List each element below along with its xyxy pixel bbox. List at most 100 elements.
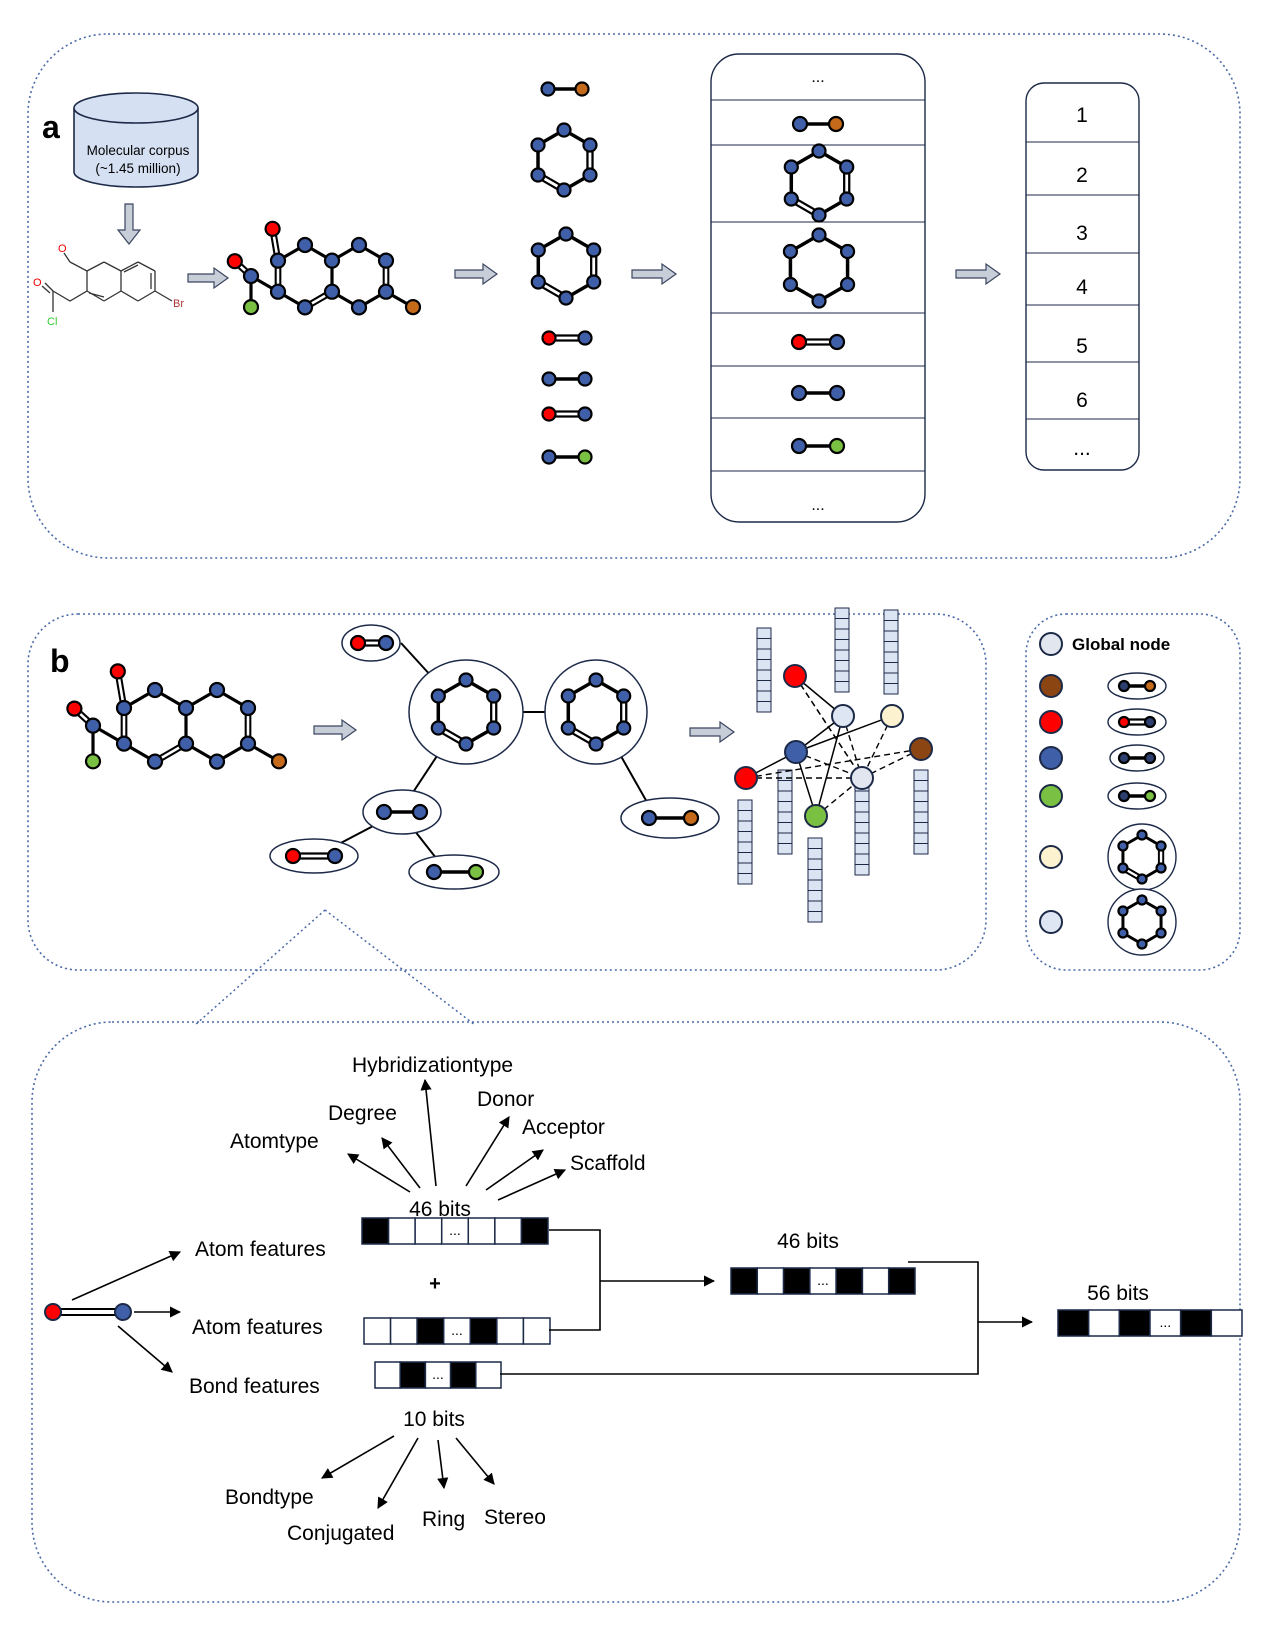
atom-node bbox=[1155, 927, 1167, 939]
atom-node bbox=[577, 449, 593, 465]
index-item: 4 bbox=[1076, 276, 1088, 299]
atom-node bbox=[1136, 829, 1148, 841]
feature-cell bbox=[854, 822, 870, 834]
atom-node bbox=[783, 159, 799, 175]
feature-cell bbox=[737, 873, 753, 885]
feature-cell bbox=[913, 832, 929, 844]
atom-node bbox=[811, 227, 827, 243]
molecule-graph-b bbox=[66, 663, 288, 770]
feature-cell bbox=[854, 853, 870, 865]
bond-feature-name: Bondtype bbox=[225, 1486, 314, 1509]
atom-node bbox=[242, 267, 260, 285]
feature-cell bbox=[777, 811, 793, 823]
fragment-list bbox=[530, 81, 602, 465]
feature-cell bbox=[807, 911, 823, 923]
skeletal-molecule bbox=[41, 252, 173, 312]
atom-node bbox=[208, 681, 226, 699]
bit-ellipsis: ... bbox=[451, 1322, 463, 1338]
atom-node bbox=[1143, 679, 1157, 693]
index-item: 1 bbox=[1076, 104, 1088, 127]
feature-cell bbox=[777, 790, 793, 802]
atom-node bbox=[486, 688, 502, 704]
atom-node-blue bbox=[114, 1303, 132, 1321]
atom-node bbox=[269, 252, 287, 269]
atom-node bbox=[839, 159, 855, 175]
atom-node bbox=[783, 191, 799, 207]
feature-cell bbox=[854, 843, 870, 855]
bit-cell bbox=[475, 1361, 502, 1389]
atom-node bbox=[264, 220, 281, 237]
graph-node bbox=[831, 704, 855, 728]
atom-node bbox=[458, 736, 474, 752]
concat-bits-label: 56 bits bbox=[1087, 1282, 1149, 1305]
feature-cell bbox=[854, 801, 870, 813]
atom-label-o2: O bbox=[33, 277, 42, 289]
bit-cell bbox=[1118, 1309, 1151, 1337]
bit-cell bbox=[424, 1361, 452, 1389]
graph-node bbox=[784, 740, 808, 764]
atom-node bbox=[640, 809, 658, 827]
feature-cell bbox=[777, 769, 793, 781]
feature-cell bbox=[737, 852, 753, 864]
atom-node bbox=[541, 371, 557, 387]
bit-cell bbox=[520, 1217, 549, 1245]
feature-cell bbox=[777, 780, 793, 792]
atom-node bbox=[558, 226, 574, 242]
atom-node bbox=[1117, 789, 1131, 803]
atom-node bbox=[115, 735, 133, 752]
feature-cell bbox=[807, 848, 823, 860]
input-arrows bbox=[71, 1250, 182, 1373]
bit-cell bbox=[363, 1317, 392, 1345]
atom-feature-name: Donor bbox=[477, 1088, 534, 1111]
atom-node bbox=[296, 236, 314, 254]
atom-node bbox=[467, 863, 485, 881]
graph-node bbox=[804, 804, 828, 828]
panel-a-frame bbox=[27, 33, 1241, 559]
atom-node bbox=[84, 753, 102, 770]
bond-feature-arrows bbox=[321, 1435, 495, 1509]
atom-node bbox=[1117, 862, 1129, 874]
feature-cell bbox=[834, 607, 850, 619]
bit-cell bbox=[887, 1267, 916, 1295]
feature-cell bbox=[883, 683, 899, 695]
graph-node bbox=[880, 704, 904, 728]
bit-cell bbox=[835, 1267, 864, 1295]
feature-cell bbox=[913, 780, 929, 792]
molecule-graph-a bbox=[226, 220, 422, 316]
legend-node bbox=[1039, 845, 1063, 869]
feature-cell bbox=[777, 832, 793, 844]
feature-cell bbox=[777, 822, 793, 834]
atom-node bbox=[1155, 840, 1167, 852]
atom-node bbox=[782, 276, 799, 293]
feature-cell bbox=[777, 801, 793, 813]
feature-cell bbox=[883, 651, 899, 663]
atom-node bbox=[530, 137, 546, 153]
atom-node bbox=[530, 167, 546, 183]
atom-node bbox=[1117, 905, 1129, 917]
atom-node bbox=[530, 242, 546, 258]
atom-node bbox=[208, 753, 226, 770]
atom-node bbox=[616, 720, 632, 736]
atom-node bbox=[586, 242, 602, 258]
atom-node bbox=[296, 299, 314, 316]
atom-node bbox=[284, 847, 302, 865]
atom-node bbox=[404, 299, 422, 316]
atom-node bbox=[486, 720, 502, 736]
feature-cell bbox=[913, 843, 929, 855]
legend-node bbox=[1039, 674, 1063, 698]
vocabulary-fragments bbox=[782, 115, 856, 455]
feature-cell bbox=[737, 841, 753, 853]
index-item: ... bbox=[1073, 437, 1091, 460]
bit-cell bbox=[1210, 1309, 1243, 1337]
bit-cell bbox=[416, 1317, 445, 1345]
atom-node bbox=[541, 406, 557, 422]
legend bbox=[1039, 632, 1177, 956]
atom-node bbox=[1143, 715, 1157, 729]
legend-fragment-ellipse bbox=[1107, 888, 1177, 956]
atom-feature-name: Degree bbox=[328, 1102, 397, 1125]
atom-node bbox=[1117, 751, 1131, 765]
feature-cell bbox=[756, 680, 772, 692]
atom-node bbox=[242, 299, 260, 316]
atom-node bbox=[574, 81, 590, 97]
bit-vectors: ............... bbox=[361, 1217, 1243, 1389]
